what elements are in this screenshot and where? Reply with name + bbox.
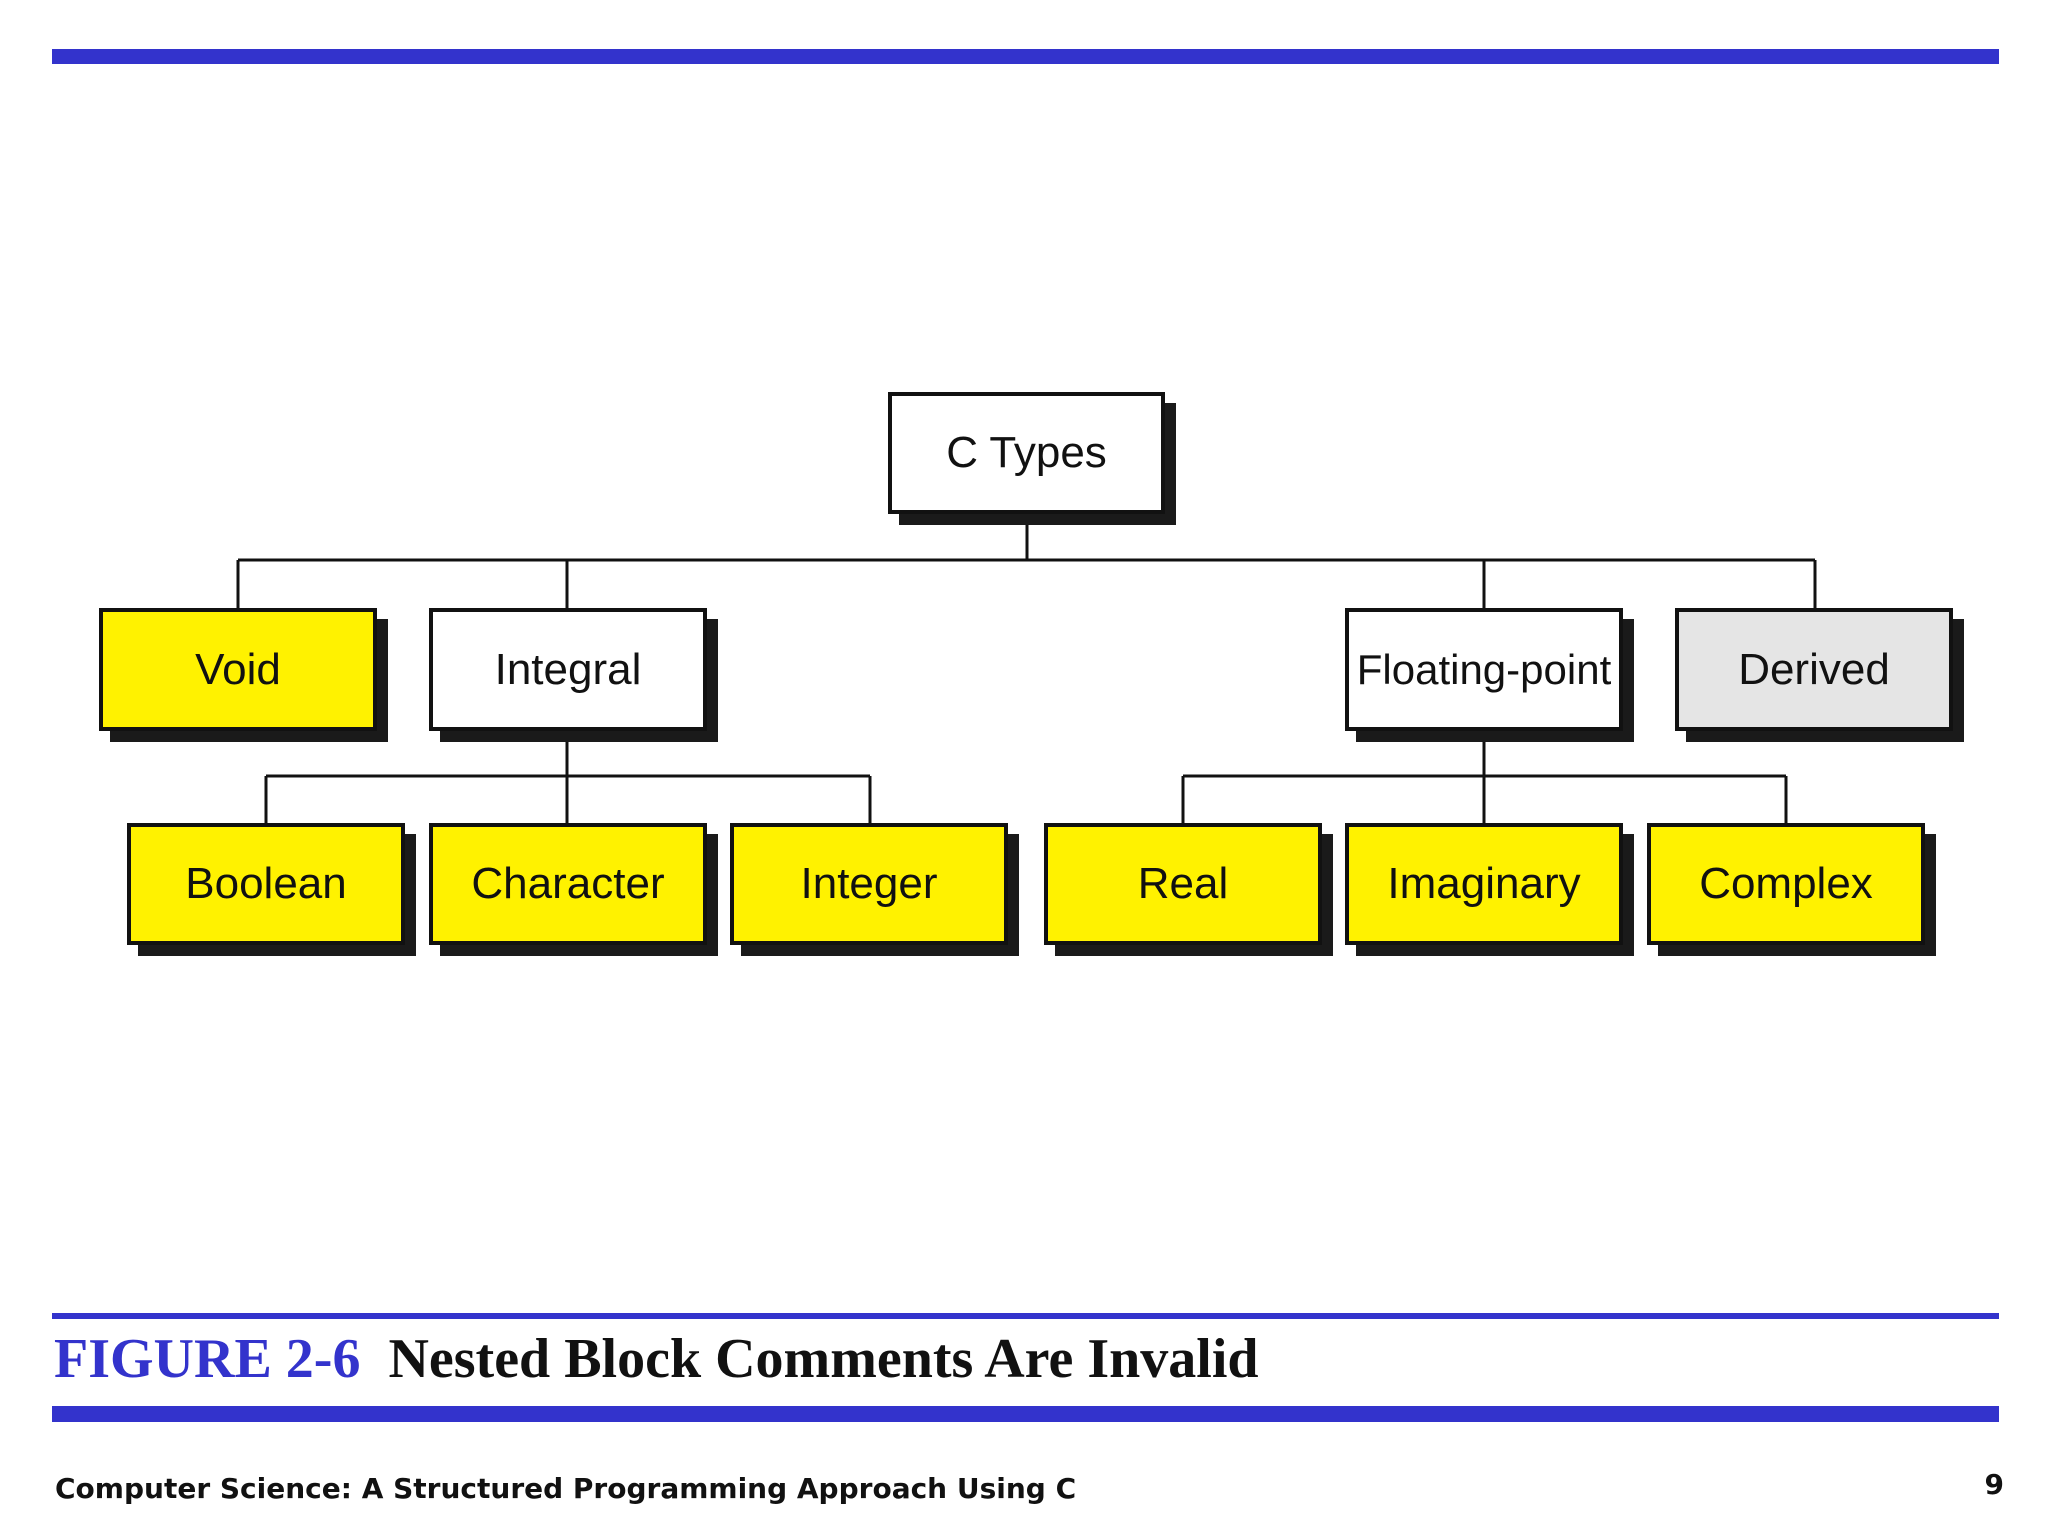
- footer-book-title: Computer Science: A Structured Programmi…: [55, 1472, 1077, 1505]
- node-complex-label: Complex: [1699, 859, 1873, 908]
- top-rule: [52, 49, 1999, 64]
- page-number: 9: [1984, 1468, 2004, 1501]
- node-integer-label: Integer: [800, 859, 938, 908]
- node-character-label: Character: [471, 859, 665, 908]
- node-boolean: Boolean: [127, 823, 405, 945]
- node-real-label: Real: [1137, 859, 1229, 908]
- node-derived: Derived: [1675, 608, 1953, 731]
- node-boolean-label: Boolean: [185, 859, 347, 908]
- node-void-label: Void: [195, 644, 281, 694]
- node-void: Void: [99, 608, 377, 731]
- node-integer: Integer: [730, 823, 1008, 945]
- node-integral: Integral: [429, 608, 707, 731]
- node-c-types: C Types: [888, 392, 1165, 514]
- node-floating-point-label: Floating-point: [1356, 645, 1612, 693]
- caption-top-rule: [52, 1313, 1999, 1319]
- node-derived-label: Derived: [1738, 644, 1890, 694]
- node-floating-point: Floating-point: [1345, 608, 1623, 731]
- figure-number: FIGURE 2-6: [54, 1328, 361, 1390]
- figure-caption: FIGURE 2-6 Nested Block Comments Are Inva…: [54, 1323, 1259, 1395]
- node-complex: Complex: [1647, 823, 1925, 945]
- figure-title: Nested Block Comments Are Invalid: [388, 1328, 1259, 1390]
- node-imaginary-label: Imaginary: [1387, 859, 1581, 908]
- node-imaginary: Imaginary: [1345, 823, 1623, 945]
- caption-bottom-rule: [52, 1406, 1999, 1422]
- node-character: Character: [429, 823, 707, 945]
- node-c-types-label: C Types: [946, 428, 1107, 477]
- node-integral-label: Integral: [494, 644, 642, 694]
- node-real: Real: [1044, 823, 1322, 945]
